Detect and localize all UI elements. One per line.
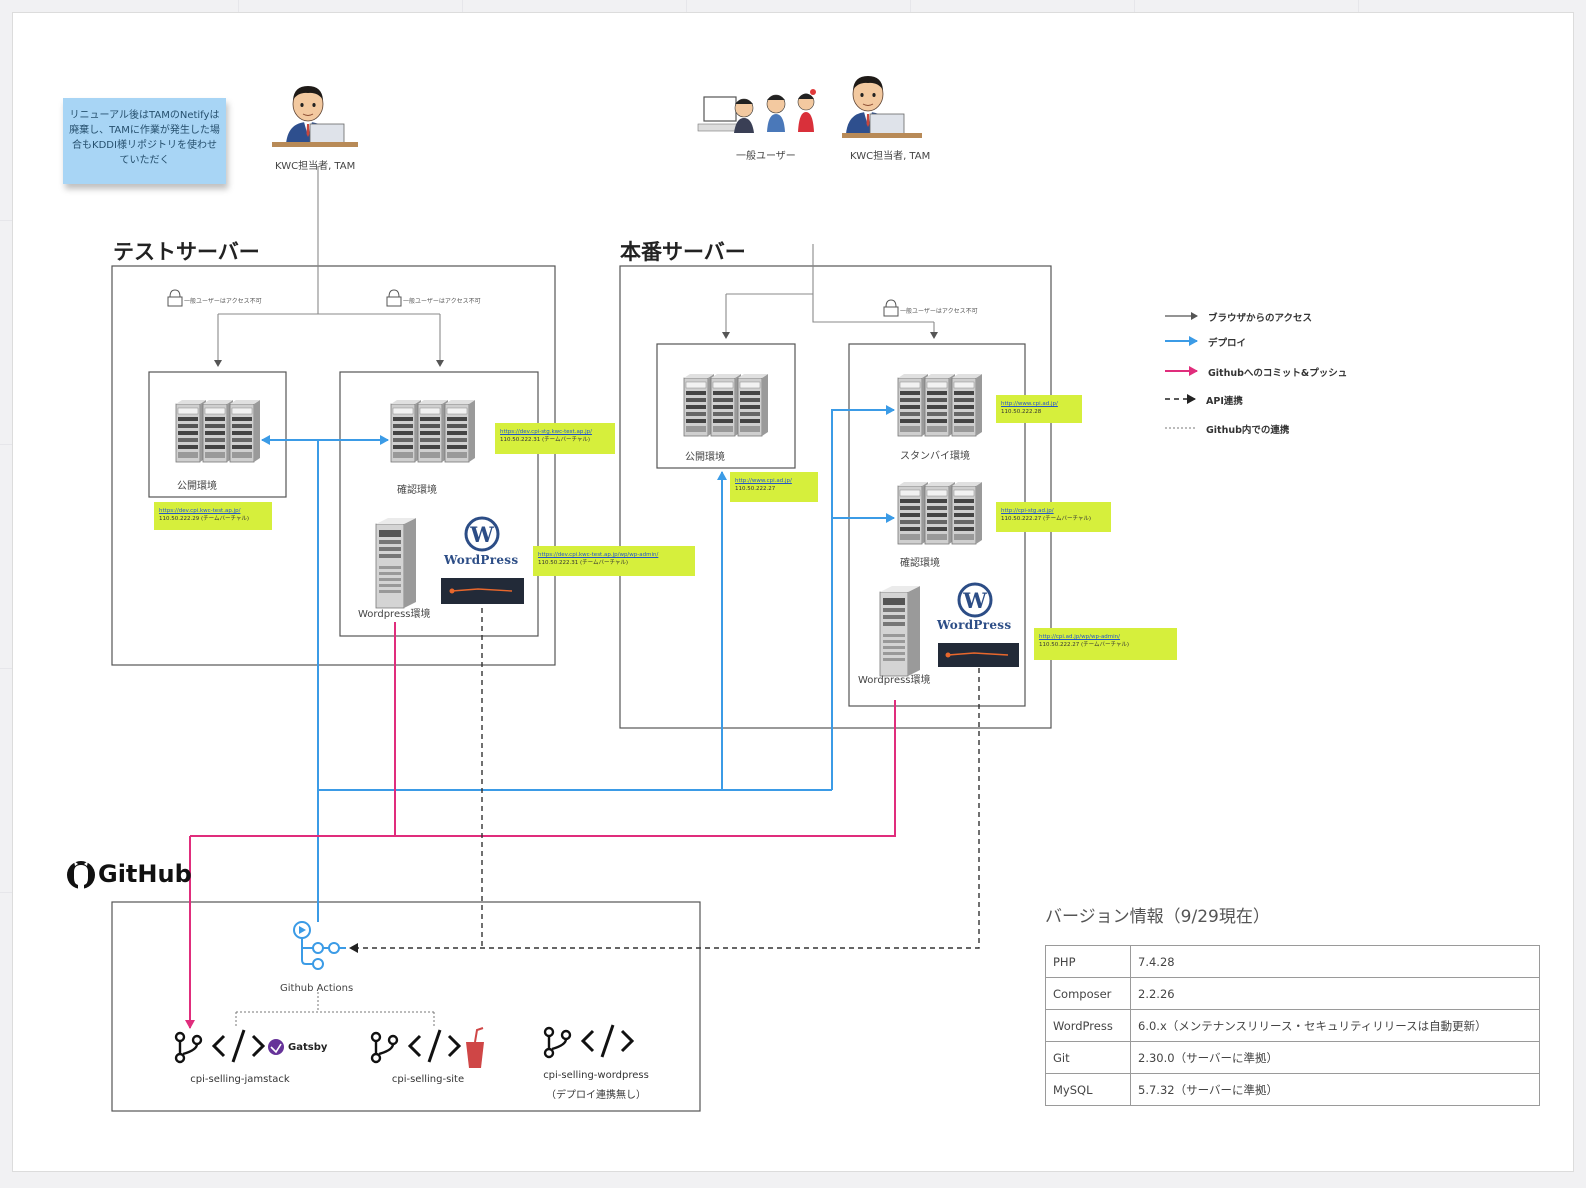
legend-commit: Githubへのコミット&プッシュ — [1208, 368, 1348, 379]
test-confirm-box — [339, 371, 539, 637]
gulp-logo-icon — [466, 1027, 484, 1068]
note-test-wordpress[interactable]: https://dev.cpi.kwc-test.ap.jp/wp/wp-adm… — [533, 546, 695, 576]
wp-plugin-thumbnail — [938, 643, 1019, 667]
note-prod-standby[interactable]: http://www.cpi.ad.jp/ 110.50.222.28 — [996, 395, 1082, 423]
prod-wordpress-env-label: Wordpress環境 — [858, 675, 931, 686]
code-icon — [580, 1024, 635, 1058]
wordpress-wordmark: WordPress — [937, 618, 1012, 632]
test-public-server-icon — [176, 400, 260, 462]
prod-public-server-icon — [684, 374, 768, 436]
lock-icon — [883, 299, 899, 317]
git-repo-icon — [543, 1026, 572, 1059]
note-prod-wordpress[interactable]: http://cpi.ad.jp/wp/wp-admin/ 110.50.222… — [1034, 628, 1177, 660]
wp-plugin-thumbnail — [441, 578, 524, 604]
github-actions-label: Github Actions — [280, 983, 354, 994]
code-icon — [211, 1029, 266, 1063]
general-users-icon — [697, 89, 816, 133]
test-server-title: テストサーバー — [113, 240, 260, 264]
legend-api: API連携 — [1206, 396, 1243, 407]
prod-server-frame — [619, 265, 1052, 729]
prod-public-env-label: 公開環境 — [685, 452, 725, 463]
wordpress-logo-icon: W — [464, 516, 500, 552]
svg-text:W: W — [962, 588, 987, 613]
github-title: GitHub — [98, 860, 192, 888]
prod-lock-label: 一般ユーザーはアクセス不可 — [900, 308, 978, 315]
version-title: バージョン情報（9/29現在） — [1045, 907, 1270, 927]
kwc-staff-right-label: KWC担当者, TAM — [850, 151, 931, 162]
repo-name-wordpress[interactable]: cpi-selling-wordpress — [543, 1070, 649, 1081]
test-server-frame — [111, 265, 556, 666]
prod-confirm-server-icon — [898, 482, 982, 544]
sticky-note[interactable]: リニューアル後はTAMのNetifyは廃棄し、TAMに作業が発生した場合もKDD… — [63, 98, 226, 184]
github-actions-icon — [293, 921, 346, 970]
note-test-confirm[interactable]: https://dev.cpi-stg.kwc-test.ap.jp/ 110.… — [495, 423, 615, 454]
prod-wordpress-server-icon — [879, 585, 921, 677]
prod-public-box — [656, 343, 796, 469]
test-confirm-server-icon — [391, 400, 475, 462]
git-repo-icon — [174, 1031, 203, 1064]
note-prod-confirm[interactable]: http://cpi-stg.ad.jp/ 110.50.222.27 (チーム… — [996, 502, 1111, 532]
legend-deploy: デプロイ — [1208, 338, 1247, 349]
gatsby-logo-icon — [268, 1039, 284, 1055]
test-public-env-label: 公開環境 — [177, 481, 217, 492]
general-users-label: 一般ユーザー — [736, 151, 796, 162]
test-wordpress-env-label: Wordpress環境 — [358, 609, 431, 620]
test-lock-right-label: 一般ユーザーはアクセス不可 — [403, 298, 481, 305]
note-prod-public[interactable]: http://www.cpi.ad.jp/ 110.50.222.27 — [730, 472, 818, 502]
lock-icon — [167, 289, 183, 307]
legend-browser: ブラウザからのアクセス — [1208, 313, 1313, 324]
prod-confirm-env-label: 確認環境 — [900, 558, 940, 569]
prod-standby-env-label: スタンバイ環境 — [900, 451, 970, 462]
test-wordpress-server-icon — [375, 517, 417, 609]
repo-wordpress-subtitle: （デプロイ連携無し） — [546, 1090, 646, 1101]
repo-name-site[interactable]: cpi-selling-site — [391, 1074, 465, 1085]
legend-github-internal: Github内での連携 — [1206, 425, 1290, 436]
prod-server-title: 本番サーバー — [620, 240, 746, 264]
github-frame — [111, 901, 701, 1112]
test-public-box — [148, 371, 287, 498]
lock-icon — [386, 289, 402, 307]
git-repo-icon — [370, 1031, 399, 1064]
kwc-staff-left-label: KWC担当者, TAM — [275, 161, 356, 172]
note-test-public[interactable]: https://dev.cpi.kwc-test.ap.jp/ 110.50.2… — [154, 502, 272, 530]
code-icon — [407, 1029, 462, 1063]
svg-text:W: W — [469, 522, 494, 547]
repo-name-jamstack[interactable]: cpi-selling-jamstack — [190, 1074, 290, 1085]
wordpress-logo-icon: W — [957, 582, 993, 618]
wordpress-wordmark: WordPress — [444, 553, 519, 567]
test-lock-left-label: 一般ユーザーはアクセス不可 — [184, 298, 262, 305]
github-logo-icon — [67, 861, 95, 890]
test-confirm-env-label: 確認環境 — [397, 485, 437, 496]
prod-standby-server-icon — [898, 374, 982, 436]
legend-swatches — [1165, 312, 1198, 429]
gatsby-badge: Gatsby — [288, 1042, 328, 1053]
